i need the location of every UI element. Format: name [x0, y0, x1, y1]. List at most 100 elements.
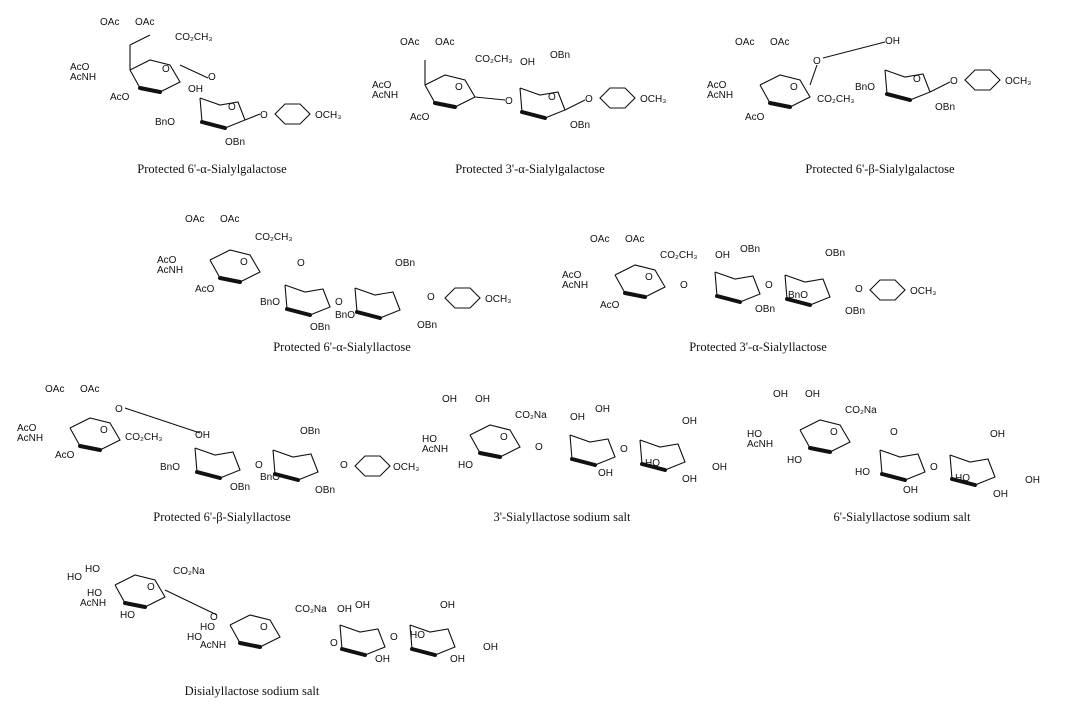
oh-label: OH: [442, 394, 457, 405]
aco-label: AcO: [707, 80, 727, 91]
ring-o-label: O: [500, 432, 508, 443]
structure-4-svg: OAc OAc CO₂CH₃ AcO AcNH AcO O O BnO OBn …: [157, 214, 511, 333]
oac-label: OAc: [220, 214, 239, 225]
ring-o-label: O: [228, 102, 236, 113]
glycosidic-o-label: O: [930, 462, 938, 473]
bno-label: BnO: [155, 117, 175, 128]
caption-disialyllactose-sodium-salt: Disialyllactose sodium salt: [184, 684, 320, 698]
ho-label: HO: [187, 632, 202, 643]
glycosidic-o-label: O: [620, 444, 628, 455]
obn-label: OBn: [310, 322, 330, 333]
structure-1-svg: OAc OAc CO₂CH₃ AcO AcNH AcO O O OH O BnO…: [70, 17, 341, 148]
oh-label: OH: [990, 429, 1005, 440]
anomeric-o-label: O: [427, 292, 435, 303]
oac-label: OAc: [185, 214, 204, 225]
ho-label: HO: [200, 622, 215, 633]
ho-label: HO: [410, 630, 425, 641]
co2ch3-label: CO₂CH₃: [125, 432, 162, 443]
structure-9-svg: HO HO CO₂Na HO AcNH HO O O HO HO AcNH CO…: [67, 564, 498, 665]
obn-label: OBn: [935, 102, 955, 113]
glycosidic-o-label: O: [335, 297, 343, 308]
oac-label: OAc: [400, 37, 419, 48]
structure-2-svg: OAc OAc CO₂CH₃ AcO AcNH AcO O O OH OBn O…: [372, 37, 666, 131]
obn-label: OBn: [300, 426, 320, 437]
aco-label: AcO: [745, 112, 765, 123]
glycosidic-o-label: O: [765, 280, 773, 291]
ring-o-label: O: [162, 64, 170, 75]
ho-label: HO: [87, 588, 102, 599]
structure-6-alpha-sialyllactose: OAc OAc CO₂CH₃ AcO AcNH AcO O O BnO OBn …: [155, 210, 545, 340]
structure-6-svg: OAc OAc AcO AcNH AcO O CO₂CH₃ O OH BnO O…: [17, 384, 419, 496]
anomeric-o-label: O: [585, 94, 593, 105]
aco-label: AcO: [600, 300, 620, 311]
obn-label: OBn: [845, 306, 865, 317]
oac-label: OAc: [735, 37, 754, 48]
aco-label: AcO: [157, 255, 177, 266]
oh-label: OH: [570, 412, 585, 423]
oh-label: OH: [712, 462, 727, 473]
ring-o-label: O: [913, 74, 921, 85]
ho-label: HO: [458, 460, 473, 471]
ho-label: HO: [645, 458, 660, 469]
ring-o-label: O: [645, 272, 653, 283]
ho-label: HO: [67, 572, 82, 583]
oac-label: OAc: [590, 234, 609, 245]
co2ch3-label: CO₂CH₃: [475, 54, 512, 65]
oh-label: OH: [355, 600, 370, 611]
oh-label: OH: [773, 389, 788, 400]
och3-label: OCH₃: [910, 286, 936, 297]
ring-o-label: O: [240, 257, 248, 268]
caption-3-alpha-sialyllactose: Protected 3'-α-Sialyllactose: [689, 340, 827, 354]
aco-label: AcO: [195, 284, 215, 295]
caption-6-beta-sialylgalactose: Protected 6'-β-Sialylgalactose: [805, 162, 955, 176]
anomeric-o-label: O: [855, 284, 863, 295]
co2ch3-label: CO₂CH₃: [255, 232, 292, 243]
ho-label: HO: [955, 473, 970, 484]
oac-label: OAc: [770, 37, 789, 48]
acnh-label: AcNH: [70, 72, 96, 83]
glycosidic-o-label: O: [680, 280, 688, 291]
och3-label: OCH₃: [640, 94, 666, 105]
glycosidic-o-label: O: [330, 638, 338, 649]
bno-label: BnO: [335, 310, 355, 321]
acnh-label: AcNH: [707, 90, 733, 101]
acnh-label: AcNH: [372, 90, 398, 101]
anomeric-o-label: O: [260, 110, 268, 121]
ring-o-label: O: [455, 82, 463, 93]
co2ch3-label: CO₂CH₃: [817, 94, 854, 105]
aco-label: AcO: [410, 112, 430, 123]
obn-label: OBn: [740, 244, 760, 255]
oac-label: OAc: [100, 17, 119, 28]
oh-label: OH: [188, 84, 203, 95]
bno-label: BnO: [260, 472, 280, 483]
structure-6-alpha-sialylgalactose: OAc OAc CO₂CH₃ AcO AcNH AcO O O OH O BnO…: [60, 10, 360, 150]
structure-8-svg: OH OH CO₂Na HO AcNH HO O O HO OH O OH HO…: [747, 389, 1040, 500]
obn-label: OBn: [225, 137, 245, 148]
aco-label: AcO: [562, 270, 582, 281]
oh-label: OH: [1025, 475, 1040, 486]
oac-label: OAc: [135, 17, 154, 28]
anomeric-o-label: O: [950, 76, 958, 87]
caption-3-sialyllactose-sodium-salt: 3'-Sialyllactose sodium salt: [493, 510, 631, 524]
structure-7-svg: OH OH CO₂Na HO AcNH HO O O OH OH OH O OH…: [422, 394, 727, 485]
acnh-label: AcNH: [200, 640, 226, 651]
glycosidic-o-label: O: [115, 404, 123, 415]
ring-o-label: O: [830, 427, 838, 438]
co2na-label: CO₂Na: [845, 405, 877, 416]
aco-label: AcO: [110, 92, 130, 103]
aco-label: AcO: [372, 80, 392, 91]
ring-o-label: O: [100, 425, 108, 436]
oh-label: OH: [598, 468, 613, 479]
aco-label: AcO: [17, 423, 37, 434]
ho-label: HO: [120, 610, 135, 621]
obn-label: OBn: [315, 485, 335, 496]
ho-label: HO: [422, 434, 437, 445]
oac-label: OAc: [625, 234, 644, 245]
anomeric-o-label: O: [340, 460, 348, 471]
glycosidic-o-label: O: [208, 72, 216, 83]
co2ch3-label: CO₂CH₃: [175, 32, 212, 43]
och3-label: OCH₃: [1005, 76, 1031, 87]
glycosidic-o-label: O: [813, 56, 821, 67]
structure-6-beta-sialylgalactose: OAc OAc AcO AcNH AcO O CO₂CH₃ O OH BnO O…: [705, 30, 1075, 150]
ho-label: HO: [85, 564, 100, 575]
